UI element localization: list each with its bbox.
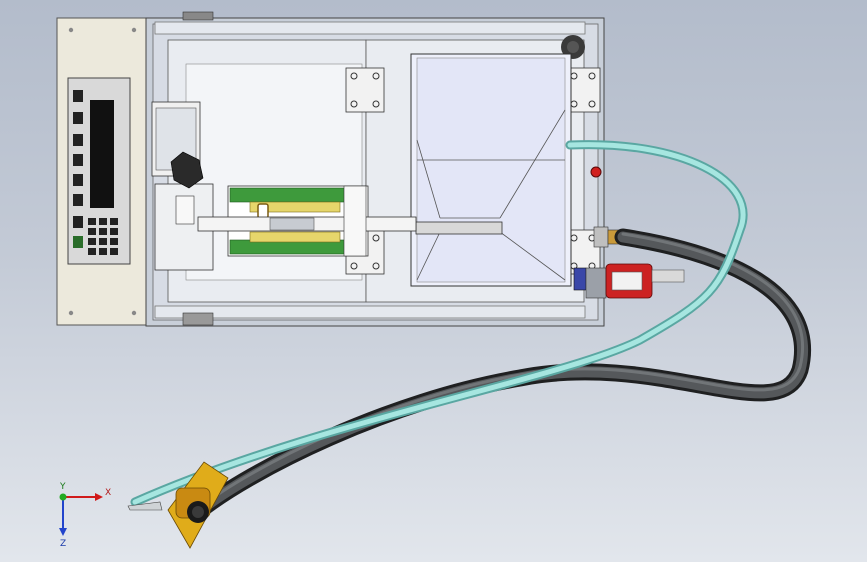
ctrl-button[interactable] (73, 154, 83, 166)
hose-connector-red (573, 263, 685, 299)
nozzle-fitting (127, 461, 229, 549)
controller-side-buttons[interactable] (73, 90, 83, 248)
status-indicator-red (590, 166, 602, 178)
top-rail (154, 21, 586, 35)
circuit-board (229, 187, 349, 203)
hinge (345, 67, 385, 113)
hopper-outlet (415, 221, 503, 235)
controller-display (90, 100, 114, 208)
hose-light (130, 140, 748, 507)
hopper (410, 53, 572, 287)
bottom-rail (154, 305, 586, 319)
adjustment-knob[interactable] (170, 151, 204, 189)
panel-screw (131, 310, 137, 316)
ctrl-button[interactable] (73, 216, 83, 228)
z-axis-arrow-icon (59, 528, 67, 536)
orientation-triad: X Y Z (59, 482, 111, 549)
x-axis-arrow-icon (95, 493, 103, 501)
controller-keypad[interactable] (88, 218, 118, 255)
dosing-cylinder (197, 185, 417, 257)
y-axis-dot-icon (59, 493, 67, 501)
triad-z-label: Z (60, 539, 66, 549)
hinge (565, 67, 601, 113)
panel-screw (131, 27, 137, 33)
triad-x-label: X (105, 488, 111, 498)
panel-screw (68, 27, 74, 33)
ctrl-button-green[interactable] (73, 236, 83, 248)
triad-y-label: Y (59, 482, 66, 492)
ctrl-button[interactable] (73, 134, 83, 146)
ctrl-button[interactable] (73, 174, 83, 186)
panel-screw (68, 310, 74, 316)
ctrl-button[interactable] (73, 90, 83, 102)
ctrl-button[interactable] (73, 194, 83, 206)
control-panel (56, 17, 147, 326)
top-clip (182, 11, 214, 21)
bottom-clip (182, 312, 214, 326)
ctrl-button[interactable] (73, 112, 83, 124)
